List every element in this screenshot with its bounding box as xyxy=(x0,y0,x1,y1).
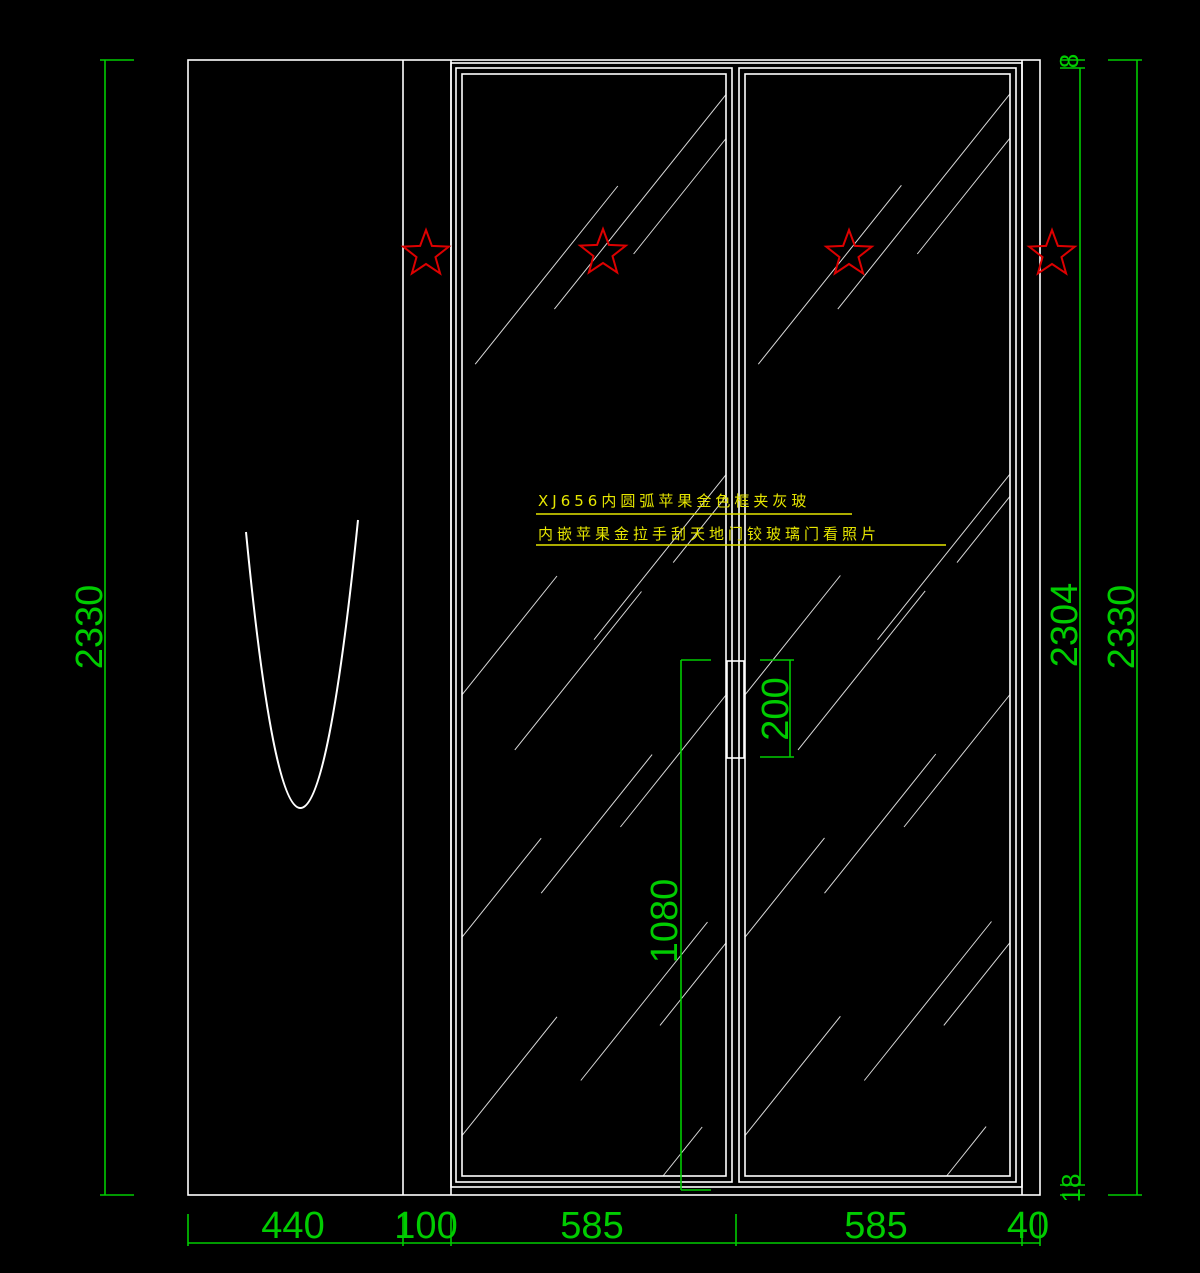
hatch-line xyxy=(956,495,1011,563)
dim-handle-height: 1080 xyxy=(644,879,686,964)
hatch-line xyxy=(620,694,727,828)
hatch-line xyxy=(916,137,1011,255)
left-door-leaf xyxy=(455,67,733,1183)
dim-overall-height-right: 2330 xyxy=(1101,585,1143,670)
dimension-lines xyxy=(100,59,1142,1246)
dim-bottom-gap: 18 xyxy=(1056,1174,1086,1203)
hatch-line xyxy=(662,1126,703,1177)
dim-width-panel: 440 xyxy=(261,1205,324,1247)
annotation-line-1: XJ656内圆弧苹果金色框夹灰玻 xyxy=(538,492,810,510)
dim-width-door-left: 585 xyxy=(560,1205,623,1247)
hatch-line xyxy=(514,591,642,751)
left-door-glass xyxy=(461,73,727,1177)
hatch-line xyxy=(474,185,619,365)
marker-stars xyxy=(400,226,1078,276)
hatch-line xyxy=(946,1126,987,1177)
annotation-line-2: 内嵌苹果金拉手刮天地门铰玻璃门看照片 xyxy=(538,525,880,543)
hatch-line xyxy=(943,942,1011,1026)
hatch-line xyxy=(797,590,926,751)
hatch-line xyxy=(837,93,1011,310)
dim-top-gap: 8 xyxy=(1054,54,1084,68)
hatch-line xyxy=(824,753,937,894)
door-handle xyxy=(726,660,745,759)
star-icon xyxy=(400,227,452,276)
hatch-line xyxy=(633,138,727,255)
glass-hatch-lines xyxy=(461,93,1011,1177)
hatch-line xyxy=(554,94,727,310)
hatch-line xyxy=(903,694,1011,828)
outline-geometry xyxy=(187,59,1041,1196)
panel-curve-graphic xyxy=(245,519,359,809)
dim-door-height: 2304 xyxy=(1044,583,1086,668)
dim-handle-length: 200 xyxy=(755,677,797,740)
cabinet-outline xyxy=(187,59,1041,1196)
hatch-line xyxy=(672,496,727,563)
hatch-line xyxy=(863,921,992,1081)
star-icon xyxy=(823,227,875,276)
hatch-line xyxy=(757,184,902,365)
hatch-line xyxy=(580,921,708,1081)
star-icon xyxy=(1026,227,1078,276)
hatch-line xyxy=(744,1015,841,1136)
hatch-line xyxy=(593,474,727,641)
dim-width-door-right: 585 xyxy=(844,1205,907,1247)
hatch-line xyxy=(877,473,1011,641)
dim-width-post: 100 xyxy=(394,1205,457,1247)
star-icon xyxy=(577,226,629,275)
hatch-line xyxy=(744,837,825,938)
hatch-line xyxy=(461,575,558,696)
hatch-line xyxy=(744,575,841,696)
right-door-leaf xyxy=(738,67,1017,1183)
right-door-glass xyxy=(744,73,1011,1177)
door-frame-outer xyxy=(450,62,1023,1188)
dim-overall-height-left: 2330 xyxy=(69,585,111,670)
hatch-line xyxy=(659,942,727,1026)
hatch-line xyxy=(461,837,542,938)
dimension-texts: 2330 2330 2304 8 18 200 1080 440 100 585… xyxy=(69,54,1143,1247)
annotation-block: XJ656内圆弧苹果金色框夹灰玻 内嵌苹果金拉手刮天地门铰玻璃门看照片 xyxy=(536,492,946,546)
hatch-line xyxy=(540,754,653,894)
dim-width-frame-right: 40 xyxy=(1007,1205,1049,1247)
hatch-line xyxy=(461,1016,558,1136)
